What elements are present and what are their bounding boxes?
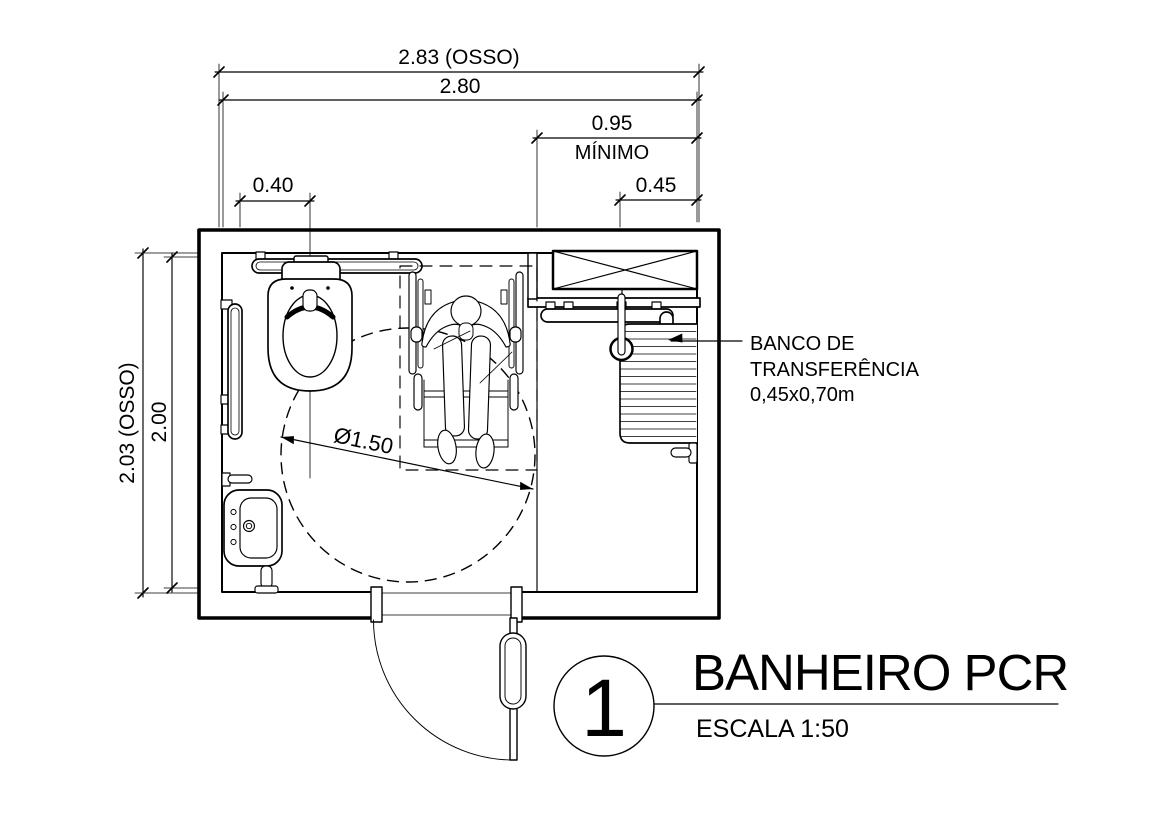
sink-tap-hole [230, 523, 237, 531]
leader-arrowhead [668, 333, 683, 343]
wheelchair-caster-right [509, 373, 519, 411]
person-neck [458, 322, 474, 341]
sink-trap [260, 565, 273, 589]
vertical-grab-bar [227, 303, 243, 440]
turning-circle [280, 327, 536, 583]
drawing-scale: ESCALA 1:50 [696, 715, 849, 743]
dim-top-finished: 2.80 [440, 75, 481, 98]
vertical-grab-bar-inner [230, 307, 240, 436]
person-leg-right [467, 335, 492, 440]
door-swing-arc [373, 619, 514, 761]
dim-toilet-offset: 0.40 [253, 174, 294, 197]
niche-side-wall [527, 252, 538, 300]
duct-box-diagonal [552, 250, 698, 290]
toilet-bolt [326, 286, 330, 290]
door-opening [382, 589, 511, 621]
person-head [450, 295, 482, 327]
toilet-area [251, 192, 423, 479]
diameter-line [280, 436, 534, 490]
person-foot-right [475, 433, 495, 469]
bench-label-line3: 0,45x0,70m [750, 384, 855, 406]
wheelchair-footrest-bar [423, 439, 509, 448]
wheelchair-wheel-left [408, 271, 417, 375]
wheelchair-handrim-left [417, 278, 424, 369]
door-jamb-right [510, 586, 523, 623]
person-hand-left [410, 326, 423, 343]
arrowhead [520, 481, 533, 490]
bench-callout: BANCO DE TRANSFERÊNCIA 0,45x0,70m [668, 333, 920, 406]
toilet-bolt [290, 286, 294, 290]
dimension-lines [142, 71, 704, 598]
detail-number-circle [553, 655, 655, 757]
dim-left-osso: 2.03 (OSSO) [116, 362, 139, 483]
sink-trap-base [254, 585, 279, 594]
dim-shower-min-word: MÍNIMO [575, 141, 649, 164]
wheelchair-armrest-right [500, 289, 508, 305]
wheelchair-seat-edge [423, 390, 509, 398]
door-pull-handle-inner [504, 637, 522, 705]
shower-riser [617, 293, 626, 356]
wheelchair-user [399, 265, 538, 471]
drawing-title: BANHEIRO PCR [692, 644, 1068, 701]
title-block: 1 BANHEIRO PCR ESCALA 1:50 [553, 644, 1069, 757]
wheelchair-armrest-left [424, 289, 432, 305]
bench-label-line2: TRANSFERÊNCIA [750, 358, 920, 381]
sink-area [221, 472, 283, 594]
detail-number: 1 [581, 663, 627, 754]
wheelchair-clear-space [399, 265, 538, 471]
person-detail-line [479, 351, 513, 384]
sink-tap-hole [230, 538, 237, 546]
wheelchair-wheel-right [515, 271, 524, 375]
arrowhead [281, 436, 294, 445]
sink-supply-stub [227, 474, 253, 484]
door-pull-handle [499, 632, 527, 710]
transfer-bench [619, 323, 698, 444]
bench-label-line1: BANCO DE [750, 333, 854, 355]
dim-bench-width: 0.45 [636, 174, 677, 197]
sink-basin [239, 497, 278, 559]
shower-area [540, 293, 698, 464]
person-detail-line [433, 330, 471, 350]
dim-shower-min: 0.95 [592, 112, 633, 135]
sink-faucet-inner [245, 522, 253, 530]
turning-circle-dashed [280, 327, 536, 583]
extension-lines [134, 63, 700, 594]
person-hand-right [509, 326, 522, 343]
sink-faucet [242, 519, 256, 533]
shower-top-wall [527, 297, 701, 308]
shower-valve-handle [670, 447, 692, 458]
person-foot-left [437, 429, 457, 465]
door-jamb-left [370, 586, 383, 623]
wall-grab-bar [220, 299, 243, 440]
dim-top-osso: 2.83 (OSSO) [398, 46, 519, 69]
door [370, 586, 527, 761]
dim-left-finished: 2.00 [148, 402, 171, 443]
shower-grab-bar [540, 308, 674, 323]
duct-box [551, 249, 699, 299]
toilet-inlet [302, 289, 318, 312]
wheelchair-caster-left [413, 373, 423, 411]
person-leg-left [441, 335, 466, 437]
dimensions: 2.83 (OSSO) 2.80 0.95 MÍNIMO 0.45 0.40 2… [116, 46, 705, 599]
dimension-ticks [137, 66, 705, 599]
sink-tap-hole [230, 508, 237, 516]
